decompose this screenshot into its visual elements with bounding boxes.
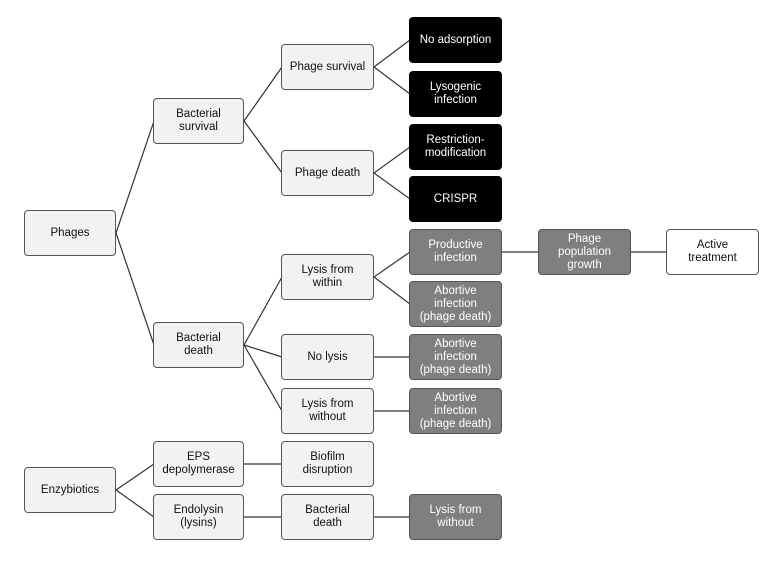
edge-lysiswithin-abortive <box>373 276 411 305</box>
edge-lysiswithin-productive <box>373 251 411 278</box>
abortive-infection-node-1: Abortive infection (phage death) <box>409 281 502 327</box>
lysogenic-infection-node: Lysogenic infection <box>409 71 502 117</box>
phage-survival-node: Phage survival <box>281 44 374 90</box>
endolysin-node: Endolysin (lysins) <box>153 494 244 540</box>
abortive-infection-node-3: Abortive infection (phage death) <box>409 388 502 434</box>
restriction-modification-node: Restriction- modification <box>409 124 502 170</box>
no-adsorption-node: No adsorption <box>409 17 502 63</box>
edge-death-lysiswithin <box>243 276 283 346</box>
lysis-from-without-node: Lysis from without <box>281 388 374 434</box>
enzybiotics-node: Enzybiotics <box>24 467 116 513</box>
edge-phagedeath-crispr <box>373 172 411 200</box>
eps-depolymerase-node: EPS depolymerase <box>153 441 244 487</box>
crispr-node: CRISPR <box>409 176 502 222</box>
abortive-infection-node-2: Abortive infection (phage death) <box>409 334 502 380</box>
edge-death-nolysis <box>243 344 283 358</box>
lysis-from-without-2-node: Lysis from without <box>409 494 502 540</box>
edge-survival-phagedeath <box>243 120 283 174</box>
phage-population-growth-node: Phage population growth <box>538 229 631 275</box>
edge-phagedeath-restriction <box>373 146 411 174</box>
edge-enzybiotics-eps <box>115 463 155 491</box>
edge-death-lysiswithout <box>243 344 283 412</box>
bacterial-survival-node: Bacterial survival <box>153 98 244 144</box>
edge-enzybiotics-endolysin <box>115 489 155 518</box>
bacterial-death-node: Bacterial death <box>153 322 244 368</box>
no-lysis-node: No lysis <box>281 334 374 380</box>
productive-infection-node: Productive infection <box>409 229 502 275</box>
edge-phagesurvival-noadsorption <box>373 39 411 68</box>
bacterial-death-2-node: Bacterial death <box>281 494 374 540</box>
active-treatment-node: Active treatment <box>666 229 759 275</box>
phages-node: Phages <box>24 210 116 256</box>
phage-death-node: Phage death <box>281 150 374 196</box>
edge-phagesurvival-lysogenic <box>373 66 411 95</box>
lysis-from-within-node: Lysis from within <box>281 254 374 300</box>
biofilm-disruption-node: Biofilm disruption <box>281 441 374 487</box>
edge-phages-survival <box>115 120 155 234</box>
edge-survival-phagesurvival <box>243 66 283 122</box>
edge-phages-death <box>115 232 155 346</box>
